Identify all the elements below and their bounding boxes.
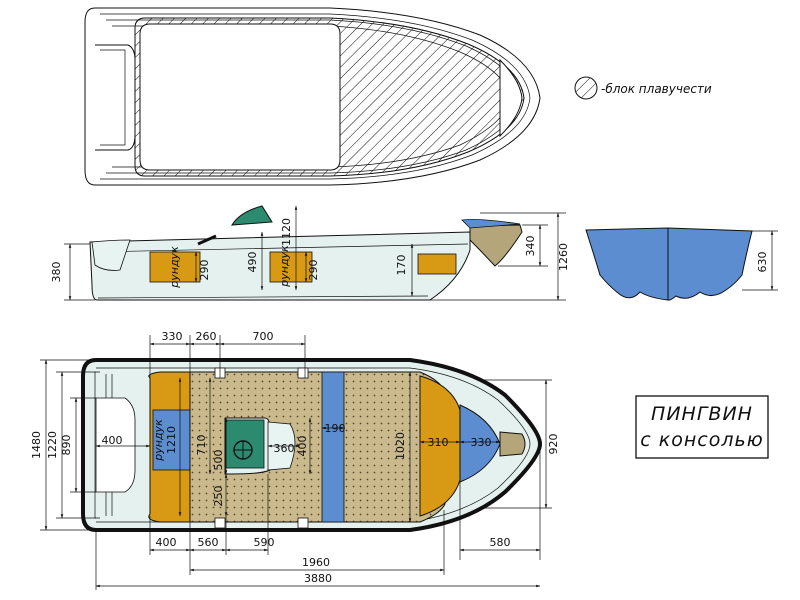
plan-bottom-dims: 400 560 590 1960 3880 xyxy=(95,474,541,590)
side-view xyxy=(89,205,523,301)
dimension-label: 340 xyxy=(524,236,537,257)
dimension-label: 890 xyxy=(60,435,73,456)
legend-label: -блок плавучести xyxy=(601,82,712,96)
dimension-label: 310 xyxy=(428,436,449,449)
dimension-label: 920 xyxy=(547,434,560,455)
dimension-label: 360 xyxy=(274,442,295,455)
dimension-label: 560 xyxy=(198,536,219,549)
side-dims: 380 290 рундук 490 1120 рундук 290 170 3… xyxy=(50,205,570,301)
plan-inner-dims: 400 1210 рундук 710 500 250 360 400 190 … xyxy=(95,371,501,523)
dimension-label: рундук xyxy=(168,246,181,289)
dimension-label: 400 xyxy=(296,436,309,457)
dimension-label: 330 xyxy=(471,436,492,449)
dimension-label: 590 xyxy=(254,536,275,549)
dimension-label: 400 xyxy=(102,434,123,447)
dimension-label: 190 xyxy=(325,422,346,435)
dimension-label: 1960 xyxy=(302,556,330,569)
dimension-label: 710 xyxy=(195,435,208,456)
section-view: 630 xyxy=(585,227,778,301)
title-line-2: с консолью xyxy=(640,429,763,451)
dimension-label: 1220 xyxy=(46,431,59,459)
dimension-label: 250 xyxy=(212,486,225,507)
dimension-label: 1120 xyxy=(280,218,293,246)
plan-right-dims: 920 580 xyxy=(459,379,560,560)
legend: -блок плавучести xyxy=(574,76,712,100)
top-hull-view xyxy=(84,7,541,186)
dimension-label: 700 xyxy=(253,330,274,343)
dimension-label: 290 xyxy=(307,260,320,281)
plan-top-dims: 330 260 700 xyxy=(149,330,306,378)
dimension-label: 1260 xyxy=(557,243,570,271)
plan-left-dims: 1480 1220 890 xyxy=(30,359,96,531)
dimension-label: 380 xyxy=(50,262,63,283)
dimension-label: 3880 xyxy=(304,572,332,585)
dimension-label: 290 xyxy=(198,260,211,281)
dimension-label: 1020 xyxy=(394,432,407,460)
title-line-1: ПИНГВИН xyxy=(651,403,753,425)
dimension-label: 330 xyxy=(162,330,183,343)
title-box: ПИНГВИН с консолью xyxy=(635,395,769,459)
dimension-label: 490 xyxy=(246,252,259,273)
hatch-swatch xyxy=(574,76,598,100)
dimension-label: 500 xyxy=(212,450,225,471)
dimension-label: 1210 xyxy=(165,426,178,454)
dimension-label: 400 xyxy=(156,536,177,549)
dimension-label: 170 xyxy=(395,255,408,276)
dimension-label: рундук xyxy=(278,245,291,288)
dimension-label: 260 xyxy=(196,330,217,343)
dimension-label: 630 xyxy=(756,252,769,273)
dimension-label: 580 xyxy=(490,536,511,549)
dimension-label: рундук xyxy=(152,419,165,462)
dimension-label: 1480 xyxy=(30,431,43,459)
